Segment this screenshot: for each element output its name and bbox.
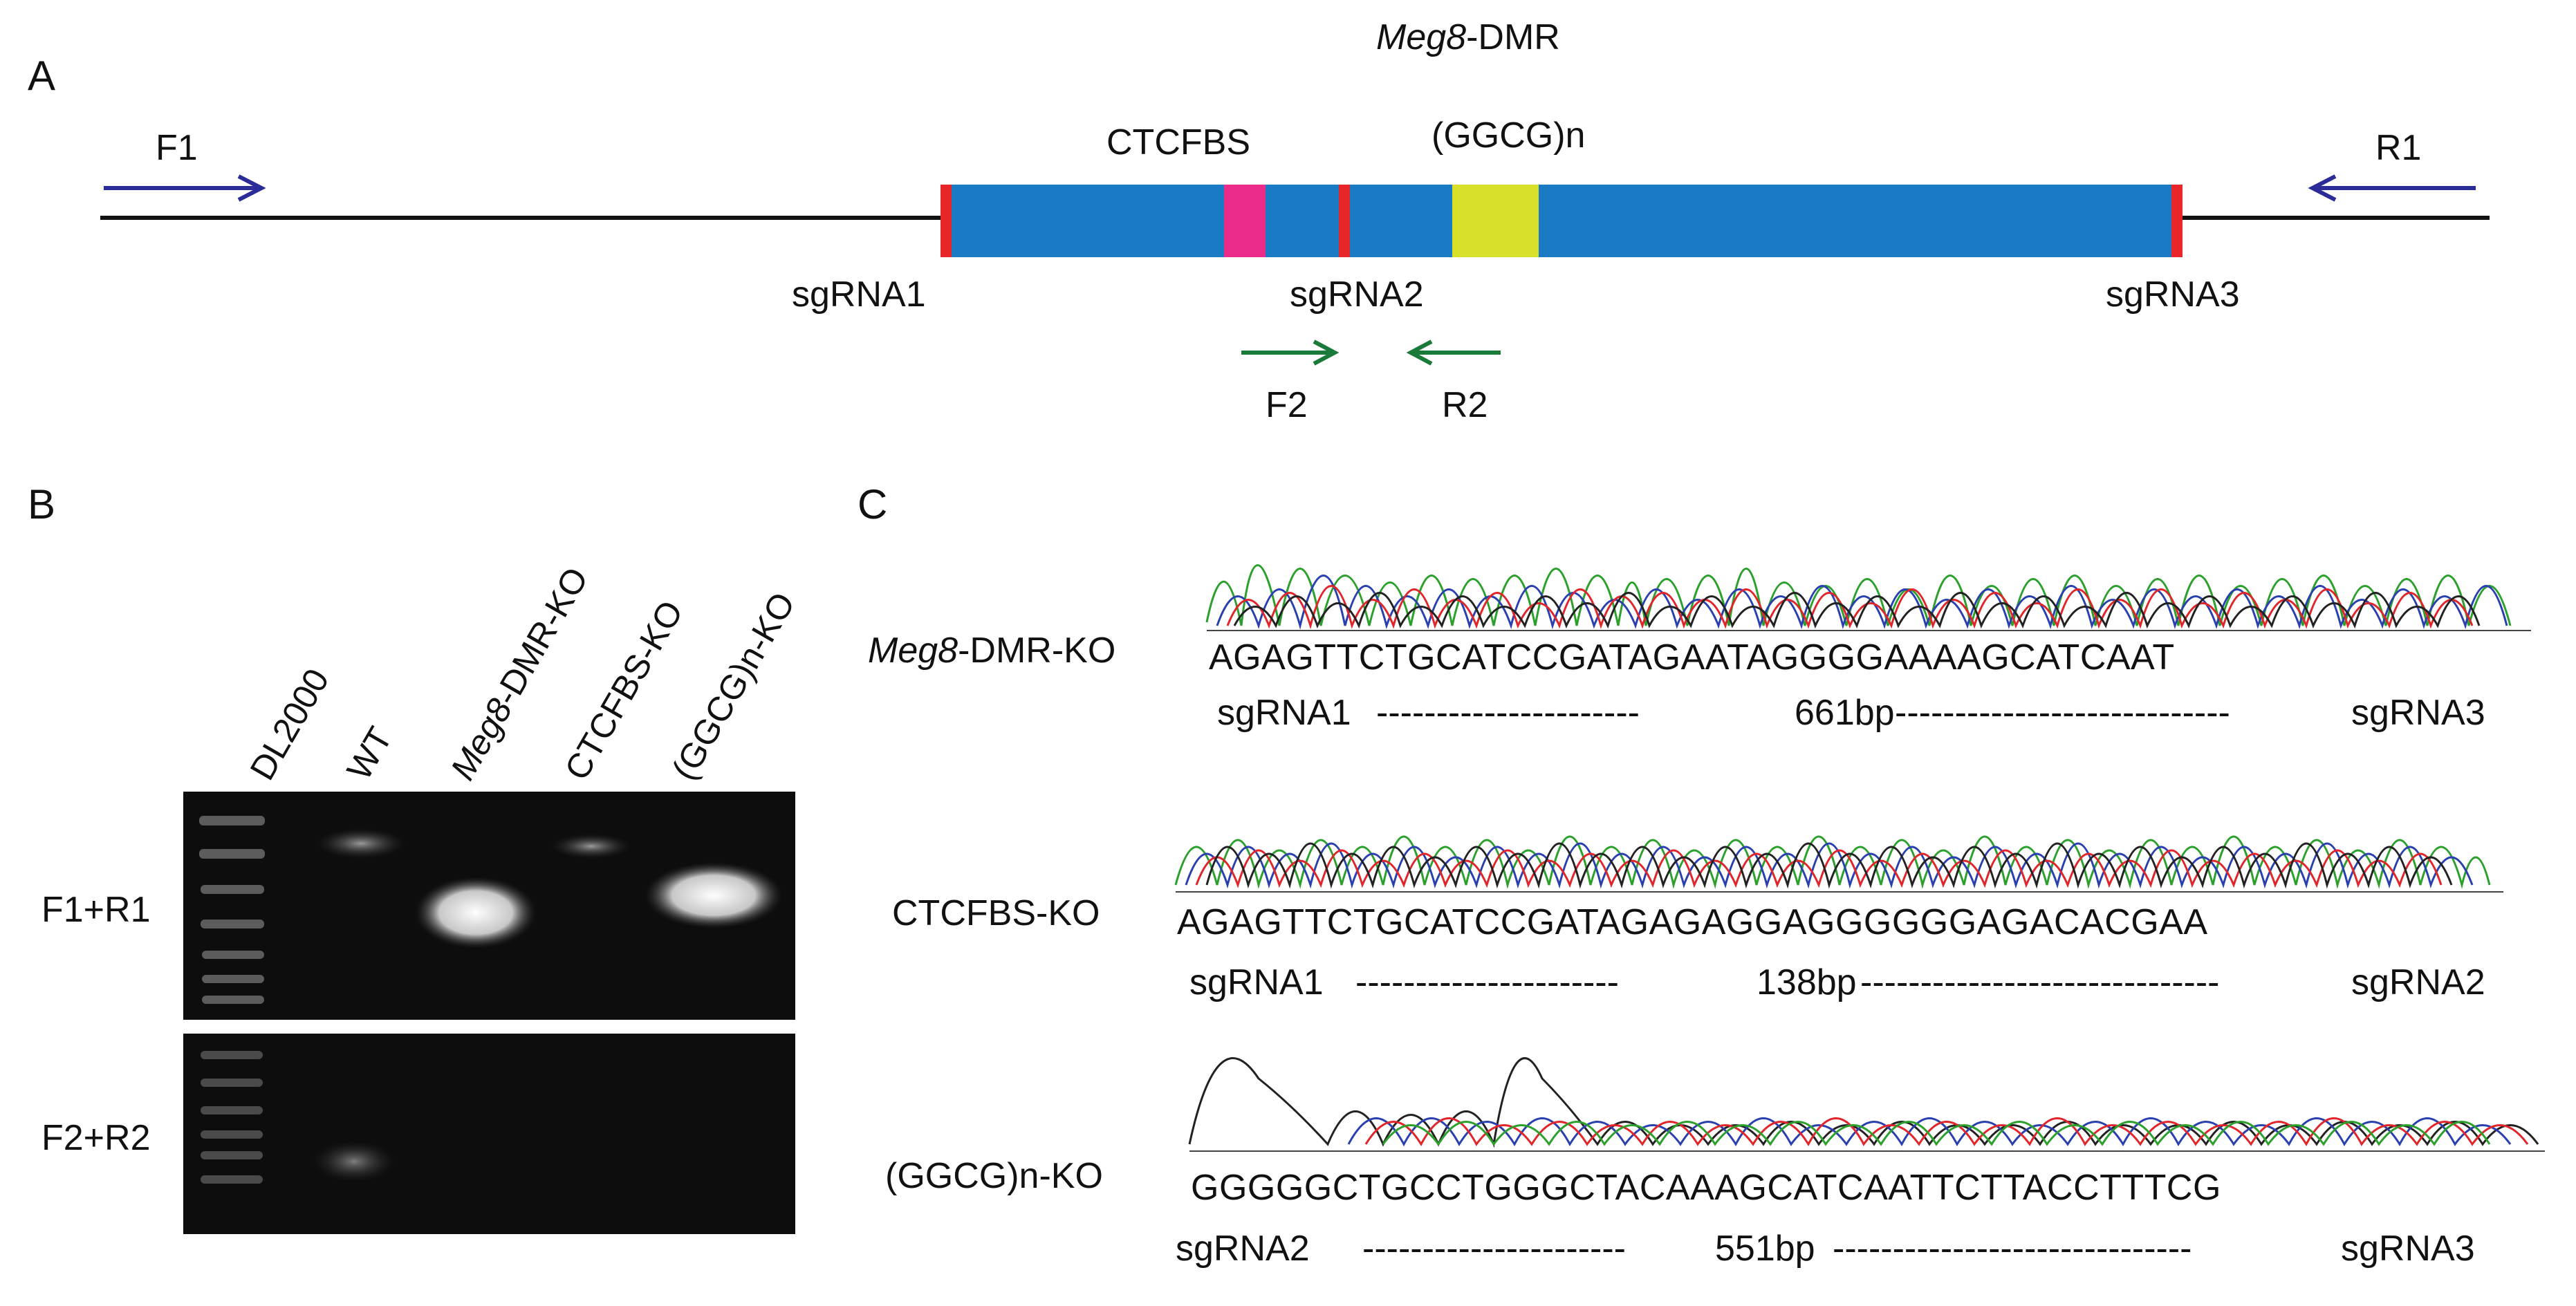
row1-name-suffix: -DMR-KO xyxy=(958,631,1116,671)
ladder-bands xyxy=(199,816,265,1004)
ctcfbs-region xyxy=(1224,185,1266,257)
gel2-label: F2+R2 xyxy=(41,1118,151,1158)
row3-left-site: sgRNA2 xyxy=(1176,1229,1310,1269)
sgrna1-label: sgRNA1 xyxy=(792,274,926,315)
row2-size: 138bp xyxy=(1757,962,1857,1002)
r2-label: R2 xyxy=(1442,385,1488,425)
row3-name-suffix: (GGCG)n-KO xyxy=(885,1156,1103,1196)
band-wt-f1r1 xyxy=(316,828,406,859)
band-dmr-ko-f1r1 xyxy=(415,877,537,949)
row2-sequence: AGAGTTCTGCATCCGATAGAGAGGAGGGGGGAGACACGAA xyxy=(1177,902,2208,942)
chromatogram-ctcfbs-ko xyxy=(1174,835,2503,893)
row3-sequence: GGGGGCTGCCTGGGCTACAAAGCATCAATTCTTACCTTTC… xyxy=(1191,1168,2221,1208)
band-ctcfbs-ko-f1r1 xyxy=(551,834,631,859)
ctcfbs-label: CTCFBS xyxy=(1106,122,1250,162)
row2-dashes-left: ---------------------- xyxy=(1355,962,1619,1002)
row2-name-suffix: CTCFBS-KO xyxy=(892,893,1100,933)
sgrna3-mark xyxy=(2171,185,2183,257)
gel-f1-r1 xyxy=(183,792,795,1020)
sgrna3-label: sgRNA3 xyxy=(2106,274,2240,315)
ggcg-label: (GGCG)n xyxy=(1431,115,1586,156)
sgrna2-mark xyxy=(1339,185,1350,257)
panel-b-label: B xyxy=(28,481,56,528)
row2-right-site: sgRNA2 xyxy=(2351,962,2485,1002)
row3-name: (GGCG)n-KO xyxy=(885,1158,1103,1194)
row2-dashes-right: ------------------------------ xyxy=(1860,962,2220,1002)
chromatogram-dmr-ko xyxy=(1205,564,2531,631)
dmr-title-gene: Meg8 xyxy=(1376,17,1467,57)
f1-label: F1 xyxy=(156,128,198,168)
f1-arrow xyxy=(104,174,266,202)
dmr-region xyxy=(940,185,2175,257)
gel1-label: F1+R1 xyxy=(41,890,151,930)
row1-left-site: sgRNA1 xyxy=(1217,693,1351,733)
row2-left-site: sgRNA1 xyxy=(1189,962,1324,1002)
band-wt-f2r2 xyxy=(313,1141,396,1182)
ladder-bands-2 xyxy=(201,1051,263,1184)
ggcg-region xyxy=(1452,185,1539,257)
row3-dashes-right: ------------------------------ xyxy=(1833,1229,2192,1269)
f2-label: F2 xyxy=(1266,385,1308,425)
chromatogram-ggcg-ko xyxy=(1188,1057,2545,1152)
row2-name: CTCFBS-KO xyxy=(892,895,1100,931)
dmr-title-suffix: -DMR xyxy=(1466,17,1560,57)
panel-a-label: A xyxy=(28,53,56,99)
dmr-title: Meg8-DMR xyxy=(1376,19,1560,55)
row1-dashes-right: ---------------------------- xyxy=(1895,693,2230,733)
row1-size: 661bp xyxy=(1795,693,1895,733)
row3-dashes-left: ---------------------- xyxy=(1362,1229,1626,1269)
row3-right-site: sgRNA3 xyxy=(2341,1229,2475,1269)
row1-name: Meg8-DMR-KO xyxy=(868,633,1115,669)
r2-arrow xyxy=(1406,339,1501,366)
row1-name-gene: Meg8 xyxy=(868,631,958,671)
f2-arrow xyxy=(1241,339,1340,366)
row1-dashes-left: ---------------------- xyxy=(1376,693,1640,733)
row1-sequence: AGAGTTCTGCATCCGATAGAATAGGGGAAAAGCATCAAT xyxy=(1209,637,2175,678)
r1-arrow xyxy=(2308,174,2476,202)
sgrna1-mark xyxy=(940,185,952,257)
row3-size: 551bp xyxy=(1715,1229,1815,1269)
gel-f2-r2 xyxy=(183,1034,795,1234)
row1-right-site: sgRNA3 xyxy=(2351,693,2485,733)
r1-label: R1 xyxy=(2375,128,2422,168)
sgrna2-label: sgRNA2 xyxy=(1290,274,1424,315)
panel-c-label: C xyxy=(858,481,888,528)
band-ggcg-ko-f1r1 xyxy=(645,862,783,929)
